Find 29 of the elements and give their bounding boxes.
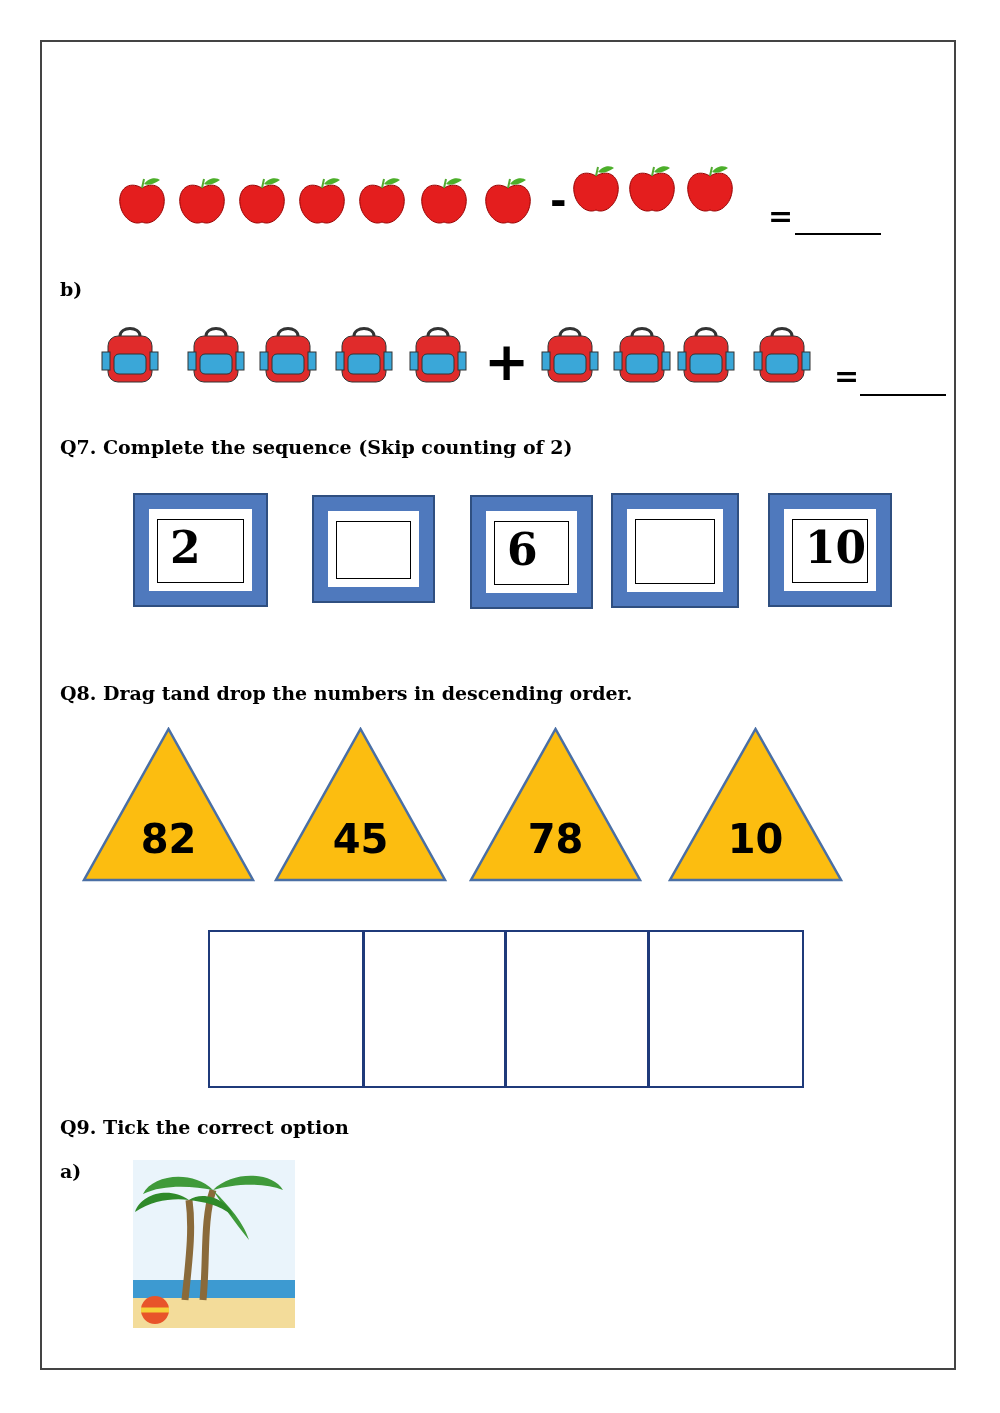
- number-triangle: [274, 727, 447, 882]
- question-text: Q9. Tick the correct option: [60, 1116, 349, 1138]
- number-triangle: [82, 727, 255, 882]
- answer-box: [648, 930, 804, 1088]
- item-letter: a): [60, 1160, 82, 1182]
- equals-sign: =: [768, 198, 794, 233]
- question-text: Q8. Drag tand drop the numbers in descending order.: [60, 682, 633, 704]
- number-triangle: [668, 727, 843, 882]
- operator-sign: -: [550, 178, 567, 224]
- number-frame: [470, 495, 593, 609]
- number-frame: [611, 493, 739, 608]
- answer-box: [208, 930, 364, 1088]
- number-frame: [133, 493, 268, 607]
- number-triangle: [469, 727, 642, 882]
- answer-box: [505, 930, 649, 1088]
- number-label: 82: [139, 816, 198, 862]
- number-frame: [768, 493, 892, 607]
- question-text: Q7. Complete the sequence (Skip counting of 2): [60, 436, 573, 458]
- number-label: 10: [726, 816, 785, 862]
- item-letter: b): [60, 278, 83, 300]
- number-label: 45: [331, 816, 390, 862]
- sequence-number: 2: [170, 522, 201, 573]
- answer-box: [363, 930, 506, 1088]
- sequence-number: 6: [507, 524, 538, 575]
- equals-sign: =: [834, 358, 860, 393]
- operator-sign: +: [484, 330, 530, 393]
- number-label: 78: [526, 816, 585, 862]
- number-frame: [312, 495, 435, 603]
- sequence-number: 10: [805, 522, 867, 573]
